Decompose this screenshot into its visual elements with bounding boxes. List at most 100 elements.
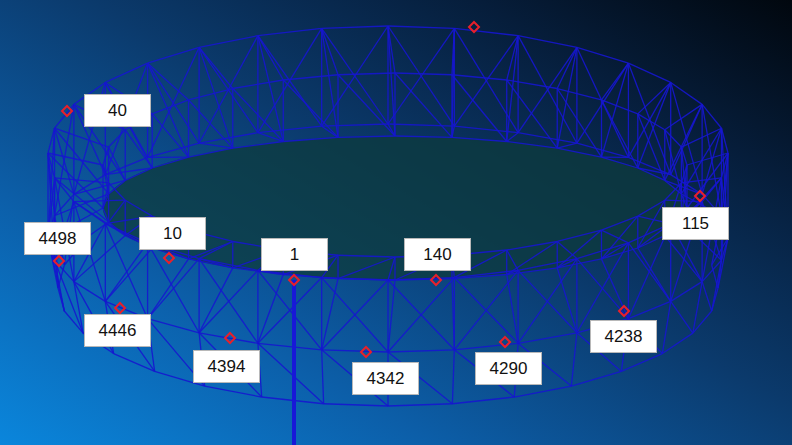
truss-member <box>395 136 452 137</box>
truss-member <box>199 36 258 48</box>
truss-member <box>507 275 518 344</box>
truss-member <box>199 47 233 88</box>
truss-member <box>148 63 189 100</box>
truss-member <box>452 28 454 137</box>
truss-member <box>258 133 283 142</box>
truss-member <box>338 255 395 257</box>
truss-member <box>74 180 125 194</box>
truss-member <box>601 63 628 100</box>
truss-member <box>199 259 233 268</box>
truss-member <box>557 241 577 258</box>
truss-member <box>577 259 629 319</box>
truss-member <box>338 75 395 136</box>
truss-member <box>109 200 126 222</box>
truss-member <box>507 250 518 270</box>
truss-member <box>662 333 692 353</box>
truss-member <box>125 200 152 216</box>
node-marker <box>431 275 441 285</box>
truss-member <box>621 354 662 372</box>
node-marker <box>619 306 629 316</box>
truss-member <box>322 28 338 74</box>
truss-member <box>452 275 507 279</box>
node-label-box: 4498 <box>24 222 91 255</box>
truss-member <box>507 133 518 142</box>
truss-member <box>702 104 721 215</box>
truss-member <box>105 168 152 175</box>
truss-member <box>557 143 577 148</box>
node-marker <box>164 253 174 263</box>
node-marker <box>54 256 64 266</box>
truss-member <box>628 243 670 302</box>
truss-member <box>557 148 601 157</box>
truss-member <box>557 230 601 268</box>
truss-member <box>258 270 322 349</box>
truss-member <box>601 230 628 243</box>
truss-member <box>199 36 258 144</box>
truss-member <box>58 288 64 311</box>
node-label-box: 4342 <box>352 362 419 395</box>
truss-member <box>388 124 454 126</box>
truss-member <box>73 104 74 194</box>
node-label-box: 4290 <box>475 352 542 385</box>
truss-member <box>557 259 601 268</box>
truss-member <box>388 257 395 280</box>
truss-member <box>394 73 395 136</box>
truss-member <box>637 114 638 168</box>
truss-member <box>148 259 189 319</box>
truss-member <box>338 73 395 75</box>
truss-member <box>638 200 665 248</box>
node-label-box: 4446 <box>84 314 151 347</box>
truss-member <box>198 259 199 333</box>
truss-member <box>507 36 518 80</box>
truss-member <box>601 100 637 168</box>
truss-member <box>681 147 687 208</box>
truss-member <box>662 301 670 353</box>
truss-member <box>48 153 103 165</box>
truss-member <box>452 397 514 404</box>
truss-member <box>671 82 702 194</box>
truss-member <box>321 28 322 126</box>
node-label-box: 4394 <box>193 350 260 383</box>
truss-member <box>518 36 577 48</box>
truss-member <box>518 259 577 344</box>
truss-member <box>55 260 65 311</box>
truss-member <box>571 371 621 386</box>
truss-member <box>258 343 322 349</box>
callout-number: 4342 <box>367 370 405 387</box>
truss-member <box>638 248 671 301</box>
truss-member <box>628 63 629 157</box>
truss-member <box>557 89 558 149</box>
truss-member <box>507 80 557 148</box>
truss-member <box>517 36 518 133</box>
truss-member <box>109 147 126 180</box>
truss-member <box>55 194 109 216</box>
node-marker <box>62 106 72 116</box>
truss-member <box>601 230 602 259</box>
truss-member <box>322 279 338 350</box>
node-marker <box>289 275 299 285</box>
callout-number: 4394 <box>208 358 246 375</box>
truss-member <box>148 156 189 158</box>
truss-member <box>637 216 638 248</box>
truss-member <box>148 63 189 157</box>
truss-member <box>189 148 233 157</box>
truss-member <box>601 156 628 158</box>
truss-member <box>601 216 637 259</box>
truss-member <box>283 137 338 141</box>
node-marker <box>115 303 125 313</box>
truss-member <box>452 75 507 142</box>
truss-member <box>258 126 322 132</box>
truss-member <box>338 136 395 137</box>
truss-member <box>337 255 338 278</box>
truss-member <box>507 141 557 148</box>
truss-member <box>148 47 200 63</box>
callout-number: 140 <box>423 246 451 263</box>
truss-member <box>452 137 507 141</box>
truss-member <box>55 260 84 333</box>
truss-member <box>205 386 262 397</box>
truss-member <box>712 260 722 311</box>
truss-member <box>388 124 395 136</box>
truss-member <box>199 47 233 148</box>
truss-member <box>388 26 454 28</box>
